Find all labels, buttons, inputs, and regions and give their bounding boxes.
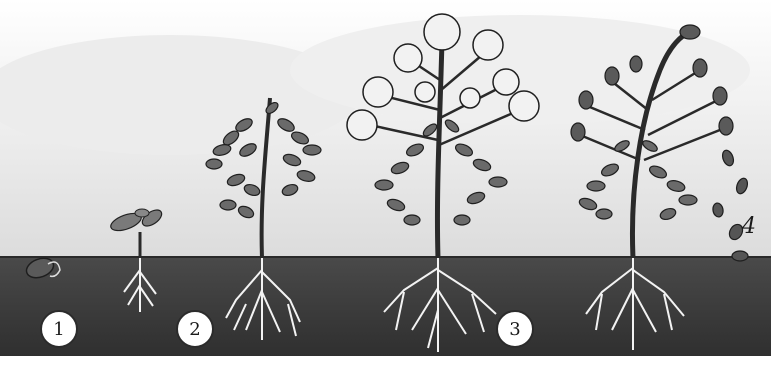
- stage-1-label: 1: [40, 310, 78, 348]
- stage-4-label: 4: [742, 214, 756, 239]
- soil: [0, 256, 771, 356]
- stage-3-label: 3: [496, 310, 534, 348]
- stage-2-label: 2: [176, 310, 214, 348]
